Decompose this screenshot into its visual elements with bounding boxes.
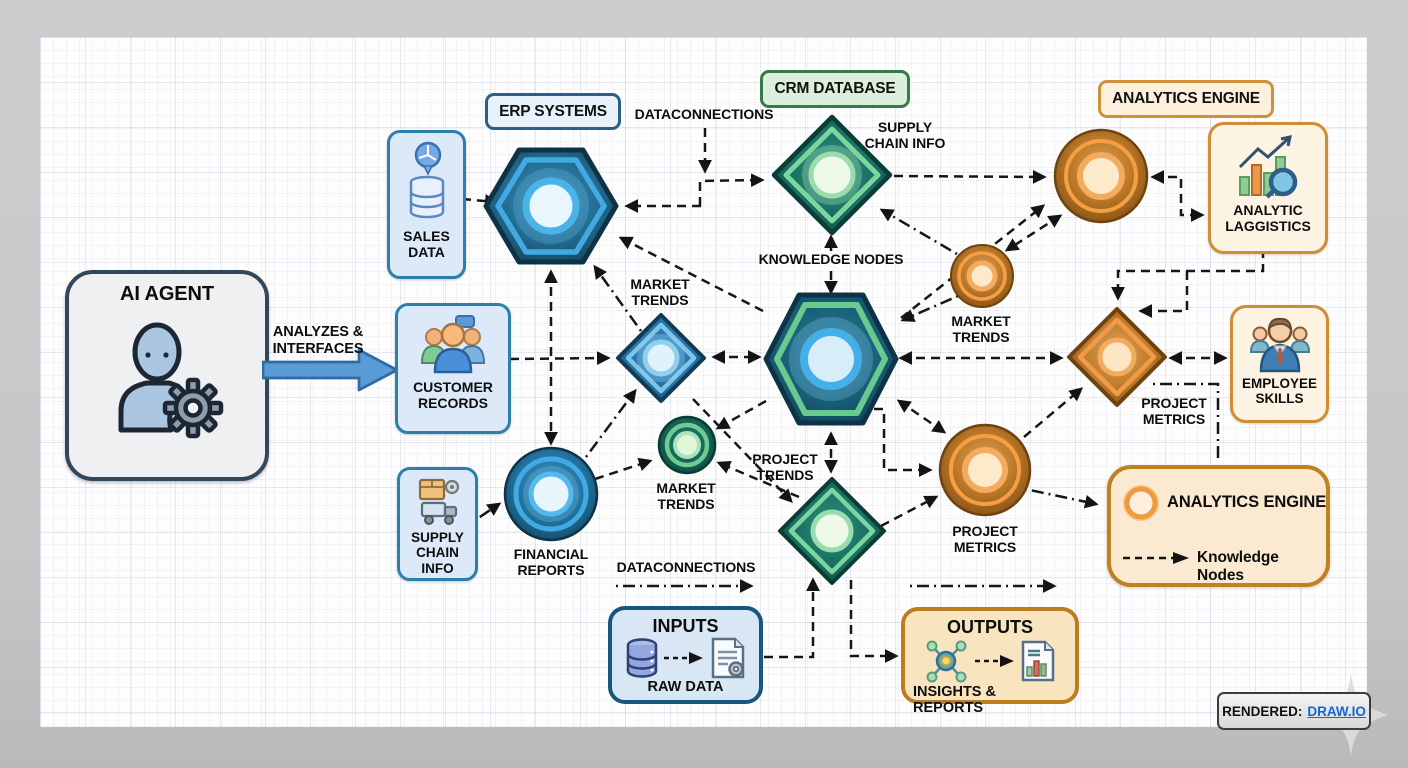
- erp-systems-label: ERP SYSTEMS: [499, 102, 607, 120]
- market-trends-orange-label: MARKET TRENDS: [951, 313, 1011, 345]
- project-metrics-circle-node[interactable]: [936, 421, 1034, 519]
- report-document-icon: [1021, 640, 1055, 682]
- person-gear-icon: [118, 322, 224, 439]
- process-document-icon: [711, 637, 744, 679]
- erp-systems-tag[interactable]: ERP SYSTEMS: [485, 93, 621, 130]
- legend-entry: Knowledge Nodes: [1197, 549, 1279, 584]
- market-trends-circle-node[interactable]: [656, 414, 718, 476]
- market-trends-diamond-label: MARKET TRENDS: [630, 276, 690, 308]
- analytics-engine-tag[interactable]: ANALYTICS ENGINE: [1098, 80, 1274, 118]
- legend-title: ANALYTICS ENGINE: [1167, 493, 1327, 511]
- analytic-laggistics-label: ANALYTIC LAGGISTICS: [1225, 202, 1311, 234]
- supply-chain-info-label: SUPPLY CHAIN INFO: [411, 530, 464, 576]
- supply-chain-info-annotation: SUPPLY CHAIN INFO: [864, 119, 946, 151]
- inputs-dashed-arrow: [663, 652, 703, 664]
- raw-data-database-icon: [626, 638, 657, 678]
- project-metrics-diamond-label: PROJECT METRICS: [1141, 395, 1207, 427]
- flow-arrow: [262, 348, 399, 392]
- erp-hexagon-node[interactable]: [481, 143, 621, 269]
- employee-skills-box[interactable]: EMPLOYEE SKILLS: [1230, 305, 1329, 423]
- employee-skills-label: EMPLOYEE SKILLS: [1241, 376, 1317, 407]
- dataconnections-bottom-label: DATACONNECTIONS: [616, 559, 756, 575]
- supply-chain-icon: [418, 478, 459, 525]
- raw-data-label: RAW DATA: [647, 679, 724, 695]
- crm-database-label: CRM DATABASE: [774, 80, 896, 97]
- project-trends-diamond-node[interactable]: [776, 475, 888, 587]
- knowledge-nodes-label: KNOWLEDGE NODES: [758, 251, 904, 267]
- crm-database-tag[interactable]: CRM DATABASE: [760, 70, 910, 108]
- central-knowledge-hexagon-node[interactable]: [761, 286, 901, 432]
- analytics-engine-legend-icon: [1123, 485, 1159, 521]
- insights-network-icon: [926, 640, 967, 683]
- market-trends-orange-node[interactable]: [948, 242, 1016, 310]
- analytics-circle-node[interactable]: [1051, 126, 1151, 226]
- market-trends-circle-label: MARKET TRENDS: [656, 480, 716, 512]
- customer-records-box[interactable]: CUSTOMER RECORDS: [395, 303, 511, 434]
- market-trends-diamond-node[interactable]: [614, 311, 708, 405]
- outputs-box[interactable]: OUTPUTS: [901, 607, 1079, 716]
- project-trends-label: PROJECT TRENDS: [752, 451, 818, 483]
- sales-data-icon: [409, 141, 444, 219]
- grid-canvas: [40, 37, 1367, 727]
- supply-chain-info-box[interactable]: SUPPLY CHAIN INFO: [397, 467, 478, 581]
- drawio-link[interactable]: DRAW.IO: [1307, 703, 1366, 719]
- ai-agent-node[interactable]: AI AGENT: [65, 270, 269, 481]
- analytics-engine-label: ANALYTICS ENGINE: [1112, 90, 1260, 107]
- flow-arrow-label: ANALYZES & INTERFACES: [272, 324, 364, 357]
- legend-box: ANALYTICS ENGINE Knowledge Nodes: [1107, 465, 1330, 587]
- dataconnections-top-label: DATACONNECTIONS: [634, 106, 774, 122]
- sales-data-label: SALES DATA: [403, 228, 450, 260]
- financial-reports-node[interactable]: [501, 444, 601, 544]
- financial-reports-label: FINANCIAL REPORTS: [513, 546, 589, 578]
- project-metrics-circle-label: PROJECT METRICS: [952, 523, 1018, 555]
- legend-dashed-arrow: [1123, 552, 1189, 564]
- inputs-title: INPUTS: [652, 616, 719, 636]
- customer-records-icon: [420, 315, 486, 374]
- analytics-chart-icon: [1238, 135, 1298, 199]
- ai-agent-title: AI AGENT: [119, 283, 215, 305]
- insights-reports-label: INSIGHTS & REPORTS: [913, 684, 996, 716]
- customer-records-label: CUSTOMER RECORDS: [413, 379, 493, 411]
- project-metrics-diamond-node[interactable]: [1065, 305, 1169, 409]
- inputs-box[interactable]: INPUTS RAW DATA: [608, 606, 763, 704]
- rendered-prefix: RENDERED:: [1222, 703, 1303, 719]
- employee-skills-icon: [1249, 317, 1310, 373]
- sales-data-box[interactable]: SALES DATA: [387, 130, 466, 279]
- outputs-dashed-arrow: [975, 655, 1014, 667]
- outputs-title: OUTPUTS: [946, 617, 1033, 637]
- crm-diamond-node[interactable]: [769, 112, 895, 238]
- rendered-badge: RENDERED: DRAW.IO: [1217, 692, 1371, 730]
- analytic-laggistics-box[interactable]: ANALYTIC LAGGISTICS: [1208, 122, 1328, 254]
